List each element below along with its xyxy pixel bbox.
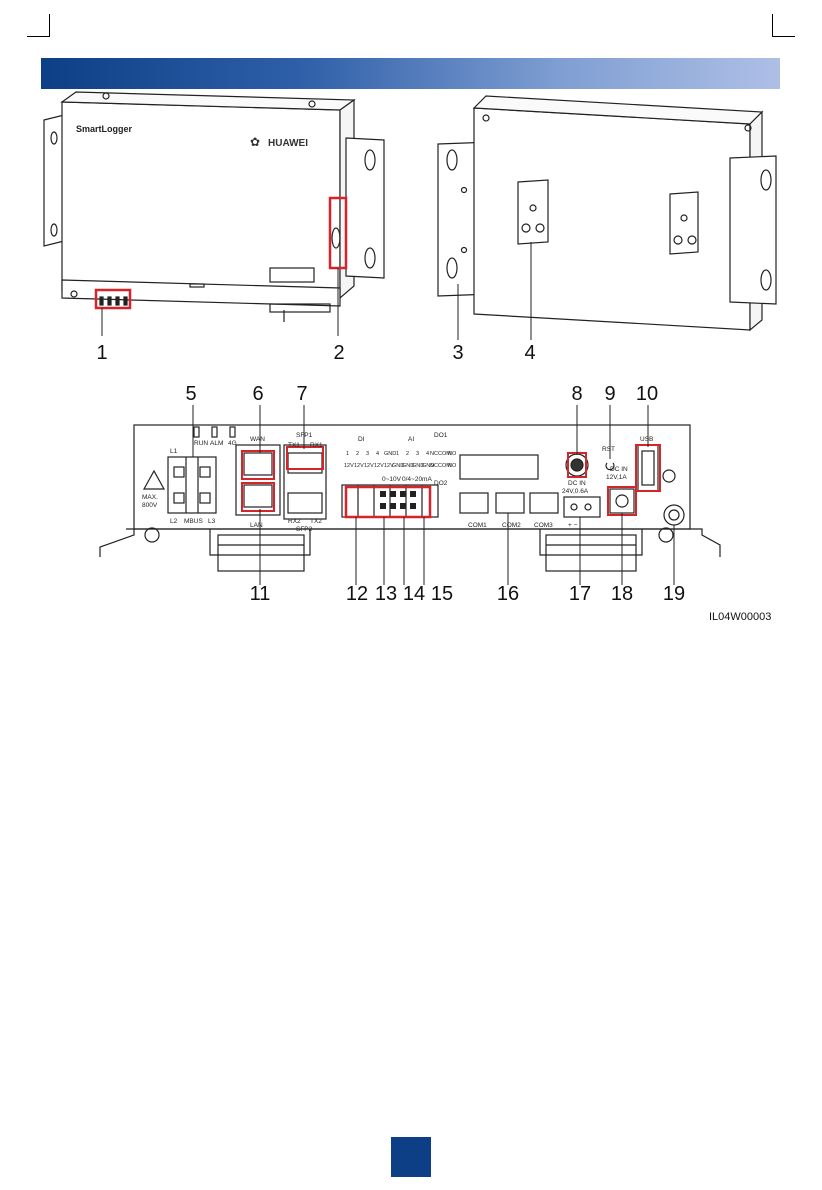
label-alm: ALM bbox=[210, 440, 223, 447]
di-volt-2: 12V bbox=[354, 463, 364, 469]
callout-10: 10 bbox=[635, 383, 659, 405]
label-ai-range1: 0~10V bbox=[382, 476, 402, 483]
ai-gnd-2: GND bbox=[402, 463, 414, 469]
callout-11: 11 bbox=[249, 583, 271, 605]
do2-nc: NC bbox=[430, 463, 438, 469]
di-num-3: 3 bbox=[366, 451, 369, 457]
ai-num-1: 1 bbox=[396, 451, 399, 457]
ai-num-4: 4 bbox=[426, 451, 429, 457]
brand-label: SmartLogger bbox=[76, 124, 133, 134]
figure-id: IL04W00003 bbox=[709, 611, 772, 623]
di-num-gnd: GND bbox=[384, 451, 396, 457]
label-do2: DO2 bbox=[434, 480, 448, 487]
ai-gnd-3: GND bbox=[412, 463, 424, 469]
section-banner bbox=[41, 58, 780, 89]
label-ai-range2: 0/4~20mA bbox=[402, 476, 432, 483]
callout-3: 3 bbox=[452, 342, 464, 364]
label-tx2: TX2 bbox=[310, 518, 322, 525]
ai-gnd-1: GND bbox=[392, 463, 404, 469]
label-ai: AI bbox=[408, 436, 414, 443]
label-voltage: 800V bbox=[142, 502, 158, 509]
callout-4: 4 bbox=[524, 342, 536, 364]
di-volt-4: 12V bbox=[374, 463, 384, 469]
di-num-4: 4 bbox=[376, 451, 379, 457]
callout-1: 1 bbox=[96, 342, 108, 364]
label-lan: LAN bbox=[250, 522, 263, 529]
svg-text:✿: ✿ bbox=[250, 135, 260, 149]
callout-2: 2 bbox=[333, 342, 345, 364]
label-dc-in-2b: 12V,1A bbox=[606, 474, 627, 481]
do1-nc: NC bbox=[430, 451, 438, 457]
di-num-2: 2 bbox=[356, 451, 359, 457]
di-num-1: 1 bbox=[346, 451, 349, 457]
label-run: RUN bbox=[194, 440, 208, 447]
label-com1: COM1 bbox=[468, 522, 487, 529]
callout-9: 9 bbox=[604, 383, 616, 405]
callout-13: 13 bbox=[374, 583, 398, 605]
di-volt-1: 12V bbox=[344, 463, 354, 469]
label-rx1: RX1 bbox=[310, 442, 323, 449]
label-wan: WAN bbox=[250, 436, 265, 443]
callout-16: 16 bbox=[496, 583, 520, 605]
crop-mark-top-left bbox=[27, 14, 50, 37]
label-rx2: RX2 bbox=[288, 518, 301, 525]
callout-18: 18 bbox=[610, 583, 634, 605]
label-usb: USB bbox=[640, 436, 653, 443]
label-l2: L2 bbox=[170, 518, 178, 525]
label-max: MAX. bbox=[142, 494, 158, 501]
do2-com: COM bbox=[438, 463, 451, 469]
label-l3: L3 bbox=[208, 518, 216, 525]
device-rear-illustration bbox=[437, 95, 777, 340]
do1-no: NO bbox=[448, 451, 457, 457]
label-com3: COM3 bbox=[534, 522, 553, 529]
ai-num-2: 2 bbox=[406, 451, 409, 457]
label-tx1: TX1 bbox=[288, 442, 300, 449]
label-do1: DO1 bbox=[434, 432, 448, 439]
label-com2: COM2 bbox=[502, 522, 521, 529]
callout-17: 17 bbox=[568, 583, 592, 605]
callout-15: 15 bbox=[430, 583, 454, 605]
label-mbus: MBUS bbox=[184, 518, 203, 525]
di-volt-3: 12V bbox=[364, 463, 374, 469]
label-l1: L1 bbox=[170, 448, 178, 455]
callout-14: 14 bbox=[402, 583, 426, 605]
logo-text: HUAWEI bbox=[268, 138, 308, 149]
page-badge bbox=[391, 1137, 431, 1177]
label-dc-in-1b: 24V,0.6A bbox=[562, 488, 589, 495]
crop-mark-top-right bbox=[772, 14, 795, 37]
callout-6: 6 bbox=[252, 383, 264, 405]
callout-8: 8 bbox=[571, 383, 583, 405]
do1-com: COM bbox=[438, 451, 451, 457]
label-rst: RST bbox=[602, 446, 615, 453]
device-front-illustration: SmartLogger HUAWEI ✿ bbox=[43, 91, 385, 336]
callout-7: 7 bbox=[296, 383, 308, 405]
label-di: DI bbox=[358, 436, 365, 443]
do2-no: NO bbox=[448, 463, 457, 469]
ai-num-3: 3 bbox=[416, 451, 419, 457]
di-volt-5: 12V bbox=[384, 463, 394, 469]
label-plus-minus: + − bbox=[568, 522, 578, 529]
callout-5: 5 bbox=[185, 383, 197, 405]
label-4g: 4G bbox=[228, 440, 237, 447]
port-panel-illustration: RUN ALM 4G L1 L2 MBUS L3 MAX. 800V WAN L… bbox=[99, 405, 721, 585]
callout-19: 19 bbox=[662, 583, 686, 605]
ai-gnd-4: GND bbox=[422, 463, 434, 469]
label-dc-in-1a: DC IN bbox=[568, 480, 586, 487]
label-dc-in-2a: DC IN bbox=[610, 466, 628, 473]
callout-12: 12 bbox=[345, 583, 369, 605]
label-sfp2: SFP2 bbox=[296, 526, 313, 533]
